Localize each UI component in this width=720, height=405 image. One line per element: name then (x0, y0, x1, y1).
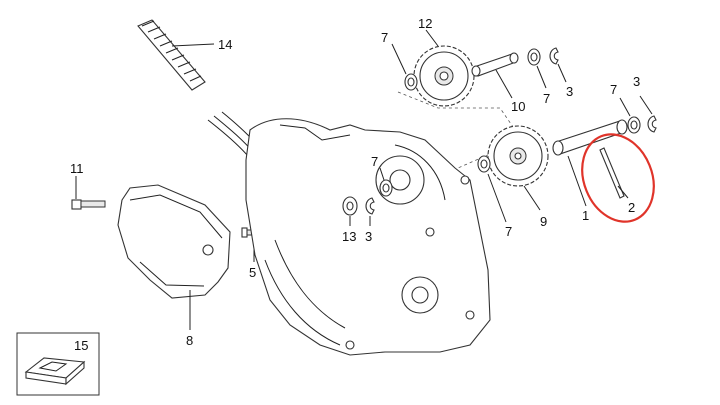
callout-1: 1 (582, 208, 589, 223)
callout-7-right: 7 (610, 82, 617, 97)
callout-7-top-left: 7 (381, 30, 388, 45)
callout-3-center: 3 (365, 229, 372, 244)
leader-7-right (619, 97, 631, 117)
leader-10 (523, 185, 541, 211)
crankcase (245, 118, 491, 356)
callout-2: 2 (628, 200, 635, 215)
leader-2 (617, 185, 629, 199)
callout-8: 8 (186, 333, 193, 348)
leader-1 (567, 155, 587, 207)
clip-part-3-top (549, 47, 559, 65)
leader-3-right (639, 95, 653, 115)
washer-part-7-center (379, 179, 393, 197)
washer-part-7-top-right (527, 48, 541, 66)
gear-part-10 (487, 125, 549, 187)
washer-part-7-top-left (404, 73, 418, 91)
callout-7-lower: 7 (505, 224, 512, 239)
leader-7-lower (487, 173, 507, 223)
washer-part-7-lower (477, 155, 491, 173)
leader-7-top-left (391, 43, 407, 75)
callout-11: 10 (511, 99, 525, 114)
callout-13: 13 (342, 229, 356, 244)
cover-part-8 (117, 184, 231, 299)
leader-12 (425, 29, 439, 47)
callout-5: 5 (249, 265, 256, 280)
leader-11 (495, 69, 513, 99)
gear-part-12 (413, 45, 475, 107)
callout-9: 11 (70, 161, 84, 176)
callout-7-top-right: 7 (543, 91, 550, 106)
washer-part-7-right (627, 116, 641, 134)
key-part-2 (599, 147, 625, 199)
washer-part-13 (342, 196, 358, 216)
leader-7-center (379, 167, 385, 181)
callout-3-right: 3 (633, 74, 640, 89)
pin-part-11 (471, 52, 519, 77)
clip-part-3-right (647, 115, 657, 133)
leader-7-top-right (536, 65, 547, 89)
bolt-part-9 (71, 199, 106, 210)
callout-3-top: 3 (566, 84, 573, 99)
clip-part-3-center (365, 197, 375, 215)
leader-3-top (557, 63, 567, 83)
shaft-part-1 (552, 119, 628, 156)
callout-7-center: 7 (371, 154, 378, 169)
leader-14 (171, 43, 215, 47)
spring-part-14 (137, 19, 206, 91)
inset-part-15 (16, 332, 100, 396)
callout-12: 12 (418, 16, 432, 31)
highlight-circle (581, 133, 655, 223)
callout-15: 15 (74, 338, 88, 353)
callout-14: 14 (218, 37, 232, 52)
callout-10: 9 (540, 214, 547, 229)
